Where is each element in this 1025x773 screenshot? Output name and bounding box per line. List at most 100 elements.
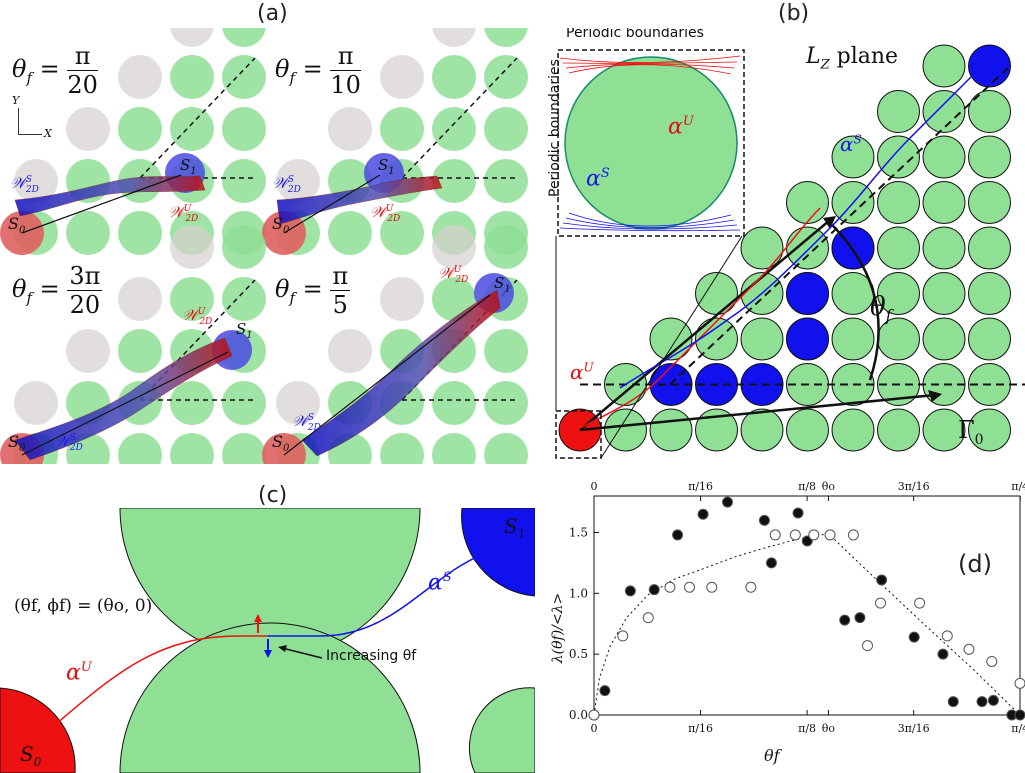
inset-u-curve — [565, 63, 735, 69]
x-top-tick-label: π/8 — [798, 480, 816, 493]
lattice-disk — [380, 277, 424, 321]
lattice-disk — [222, 107, 266, 151]
panel-label-b: (b) — [778, 1, 810, 26]
lattice-disk — [968, 90, 1011, 133]
lattice-disk — [786, 226, 829, 270]
x-tick-label: π/4 — [1011, 722, 1025, 735]
hollow-point — [1014, 677, 1025, 689]
filled-point — [908, 631, 920, 643]
lattice-disk — [740, 408, 784, 452]
s1-disk — [461, 508, 535, 597]
gamma-arrow — [579, 393, 936, 432]
lattice-disk — [877, 226, 920, 270]
hollow-point — [941, 630, 953, 642]
subpanel-3pi20 — [0, 225, 266, 464]
increasing-theta-label: Increasing θf — [326, 648, 417, 664]
filled-point — [987, 694, 999, 706]
panel-b: Periodic boundaries Periodic boundaries … — [540, 28, 1025, 464]
lattice-disk — [380, 107, 424, 151]
lower-obstacle — [119, 622, 421, 773]
s0-label-c: S0 — [20, 742, 42, 769]
ws-label-3: 𝒲S2D — [54, 432, 83, 453]
lattice-disk — [922, 135, 966, 179]
hollow-point — [745, 581, 757, 593]
lattice-disk — [118, 107, 162, 151]
panel-label-d: (d) — [958, 550, 992, 578]
filled-point — [947, 696, 959, 708]
up-arrow-head — [254, 614, 262, 622]
filled-point — [976, 696, 988, 708]
lattice-disk — [968, 44, 1011, 88]
lattice-disk — [222, 28, 266, 47]
blue-disk — [786, 317, 829, 361]
lattice-disk — [170, 277, 214, 321]
s0-box — [555, 410, 602, 459]
hollow-point — [862, 640, 874, 652]
wu-label-2: 𝒲U2D — [370, 203, 401, 224]
x-tick-label: 0 — [591, 722, 598, 735]
theta-arc — [824, 217, 880, 381]
x-tick-label: 3π/16 — [898, 722, 930, 735]
lattice-disk — [968, 135, 1011, 179]
lattice-disk — [432, 225, 476, 269]
lattice-disk — [170, 433, 214, 464]
lattice-disk — [968, 226, 1011, 270]
lz-plane-label: LZ plane — [806, 44, 899, 73]
lattice-disk — [922, 272, 966, 315]
x-top-tick-label: π/4 — [1011, 480, 1025, 493]
x-tick-label: θo — [822, 722, 836, 735]
theta-label-4: θf = π 5 — [275, 262, 351, 319]
lattice-disk — [118, 329, 162, 373]
lattice-disk — [328, 107, 372, 151]
lattice-disk — [14, 159, 58, 203]
inset-s-curve — [559, 227, 741, 232]
blue-disk — [786, 272, 829, 315]
alpha-s-manifold — [619, 47, 1001, 389]
hollow-point — [642, 612, 654, 624]
inset-title: Periodic boundaries — [566, 28, 704, 41]
alpha-u-curve — [39, 635, 268, 739]
lattice-disk — [922, 181, 966, 224]
ws-label-2: 𝒲S2D — [272, 174, 301, 195]
panel-d-chart: 0.00.51.01.50π/16π/8θo3π/16π/40π/16π/8θo… — [540, 470, 1025, 773]
lattice-disk — [432, 433, 476, 464]
lattice-disk — [968, 181, 1011, 224]
filled-point — [765, 557, 777, 569]
hollow-point — [684, 581, 696, 593]
lattice-disk — [222, 381, 266, 425]
gamma-0-label: Γ0 — [958, 416, 984, 448]
y-tick-label: 0.5 — [569, 647, 588, 661]
plot-frame — [593, 495, 1021, 716]
filled-point — [792, 507, 804, 519]
panel-a: θf = π 20 θf = π 10 θf = 3π 20 θf = π 5 … — [0, 28, 535, 464]
ws-label-4: 𝒲S2D — [292, 412, 321, 433]
lattice-disk — [328, 211, 372, 255]
lattice-disk — [118, 211, 162, 255]
lattice-disk — [276, 159, 320, 203]
lattice-disk — [695, 272, 738, 315]
lattice-disk — [877, 181, 920, 224]
lattice-disk — [432, 28, 476, 47]
filled-point — [839, 614, 851, 626]
hollow-point — [706, 581, 718, 593]
theta-f-label: θf — [870, 292, 892, 326]
gamma-arrow-head — [928, 390, 942, 402]
panel-b-figure — [555, 44, 1025, 459]
hollow-point — [588, 709, 600, 721]
lattice-disk — [922, 317, 966, 361]
lattice-disk — [222, 159, 266, 203]
lattice-disk — [484, 159, 528, 203]
x-axis-title: θf — [764, 746, 780, 765]
wu-label-1: 𝒲U2D — [168, 203, 199, 224]
lattice-disk — [380, 433, 424, 464]
manifold-ribbon — [14, 337, 233, 461]
filled-point — [758, 514, 770, 526]
filled-point — [697, 508, 709, 520]
hollow-point — [824, 529, 836, 541]
filled-point — [599, 685, 611, 697]
hollow-point — [664, 581, 676, 593]
lattice-disk — [740, 226, 784, 270]
filled-point — [854, 612, 866, 624]
lattice-disk — [877, 135, 920, 179]
lattice-disk — [740, 317, 784, 361]
